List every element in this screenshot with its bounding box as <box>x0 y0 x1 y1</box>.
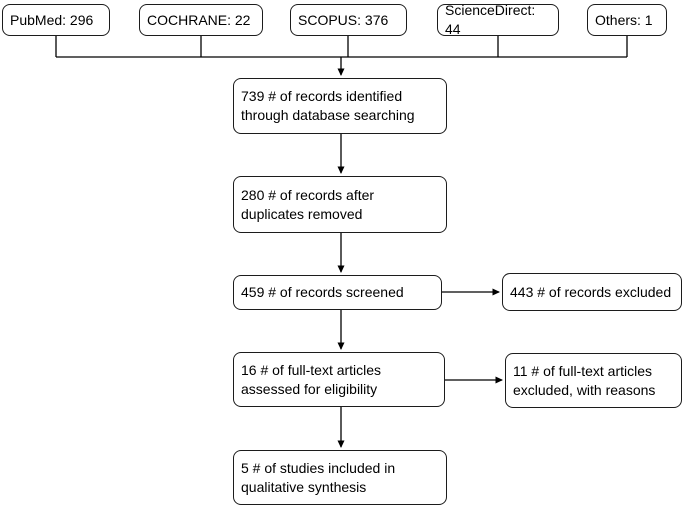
excluded-box-records: 443 # of records excluded <box>502 273 682 311</box>
flow-box-after-duplicates: 280 # of records after duplicates remove… <box>233 176 447 233</box>
flow-box-records-screened: 459 # of records screened <box>233 275 442 310</box>
source-box-pubmed: PubMed: 296 <box>2 4 110 36</box>
flow-box-studies-included-label: 5 # of studies included in qualitative s… <box>241 459 396 495</box>
source-box-sciencedirect-label: ScienceDirect: 44 <box>445 2 536 37</box>
excluded-box-fulltext-label: 11 # of full-text articles excluded, wit… <box>513 362 656 398</box>
flow-box-studies-included: 5 # of studies included in qualitative s… <box>233 450 447 505</box>
flow-box-records-screened-label: 459 # of records screened <box>241 284 404 300</box>
flow-box-after-duplicates-label: 280 # of records after duplicates remove… <box>241 186 375 222</box>
source-box-scopus-label: SCOPUS: 376 <box>298 11 389 28</box>
source-box-others: Others: 1 <box>587 4 667 36</box>
excluded-box-fulltext: 11 # of full-text articles excluded, wit… <box>505 353 682 408</box>
source-box-cochrane-label: COCHRANE: 22 <box>147 11 251 28</box>
source-box-others-label: Others: 1 <box>595 11 653 28</box>
flow-box-fulltext-assessed: 16 # of full-text articles assessed for … <box>233 352 445 407</box>
source-box-sciencedirect: ScienceDirect: 44 <box>437 2 559 37</box>
source-box-cochrane: COCHRANE: 22 <box>139 4 263 36</box>
source-box-pubmed-label: PubMed: 296 <box>10 11 94 28</box>
excluded-box-records-label: 443 # of records excluded <box>510 283 672 300</box>
flow-box-fulltext-assessed-label: 16 # of full-text articles assessed for … <box>241 361 382 397</box>
source-box-scopus: SCOPUS: 376 <box>290 4 407 36</box>
flow-box-records-identified: 739 # of records identified through data… <box>233 78 447 134</box>
flow-box-records-identified-label: 739 # of records identified through data… <box>241 88 415 123</box>
